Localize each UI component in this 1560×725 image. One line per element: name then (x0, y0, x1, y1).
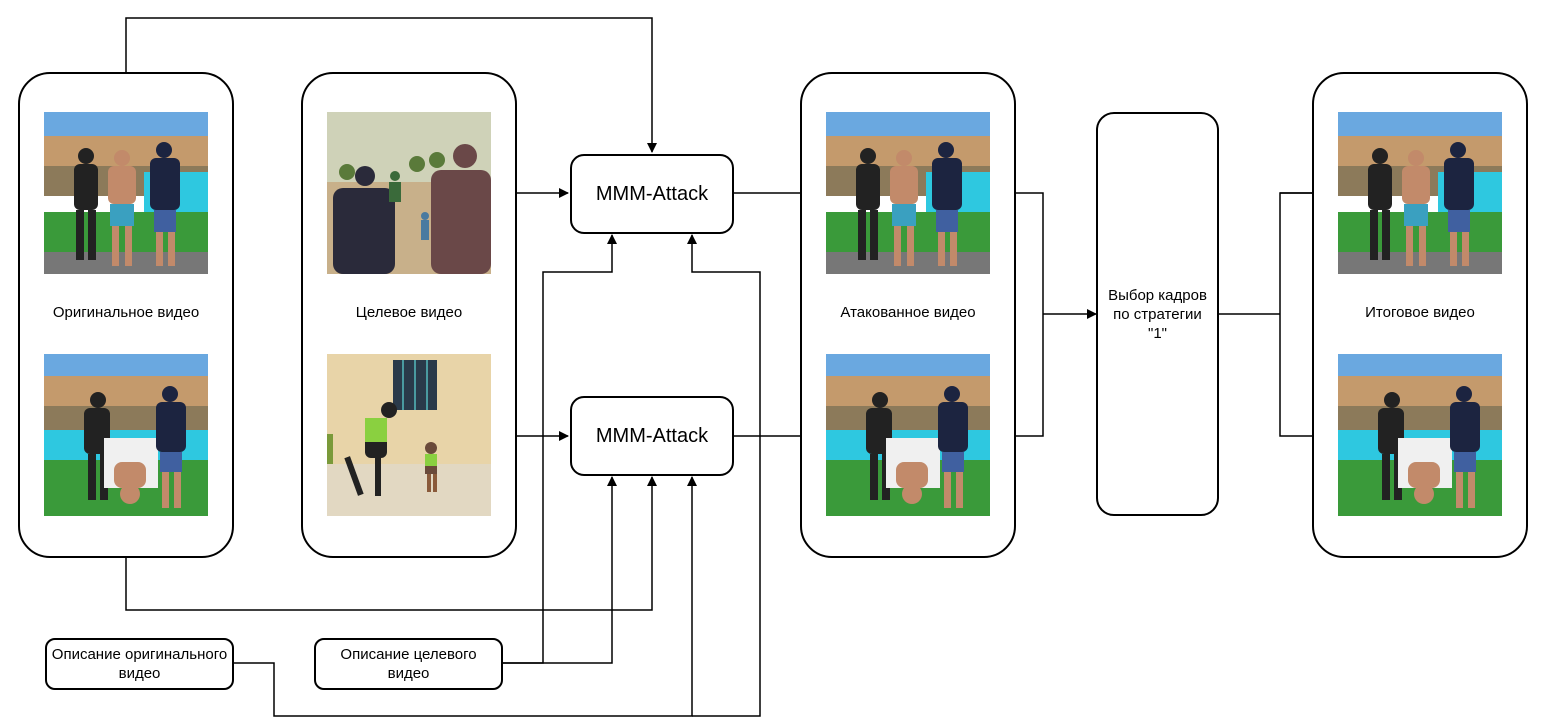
target-frame-1 (327, 112, 491, 274)
attacked-video-label: Атакованное видео (840, 304, 976, 321)
final-frame-2 (1338, 354, 1502, 516)
wire-original-to-attack-bottom (125, 476, 657, 611)
wire-desc-original-to-attack-top (687, 234, 761, 717)
mmm-attack-top: MMM-Attack (570, 154, 734, 234)
original-frame-1 (44, 112, 208, 274)
final-video-label: Итоговое видео (1365, 304, 1475, 321)
original-video-label: Оригинальное видео (52, 304, 200, 321)
attacked-frame-2 (826, 354, 990, 516)
target-frame-2 (327, 354, 491, 516)
wire-original-to-attack-top (125, 17, 657, 153)
frame-selection-node: Выбор кадров по стратегии "1" (1096, 112, 1219, 516)
wire-desc-target-to-attack-bottom (502, 476, 617, 664)
original-frame-2 (44, 354, 208, 516)
target-video-label: Целевое видео (355, 304, 463, 321)
final-frame-1 (1338, 112, 1502, 274)
attacked-frame-1 (826, 112, 990, 274)
original-description-node: Описание оригинального видео (45, 638, 234, 690)
mmm-attack-bottom: MMM-Attack (570, 396, 734, 476)
wire-desc-original-to-attack-bottom (233, 476, 697, 717)
target-description-node: Описание целевого видео (314, 638, 503, 690)
